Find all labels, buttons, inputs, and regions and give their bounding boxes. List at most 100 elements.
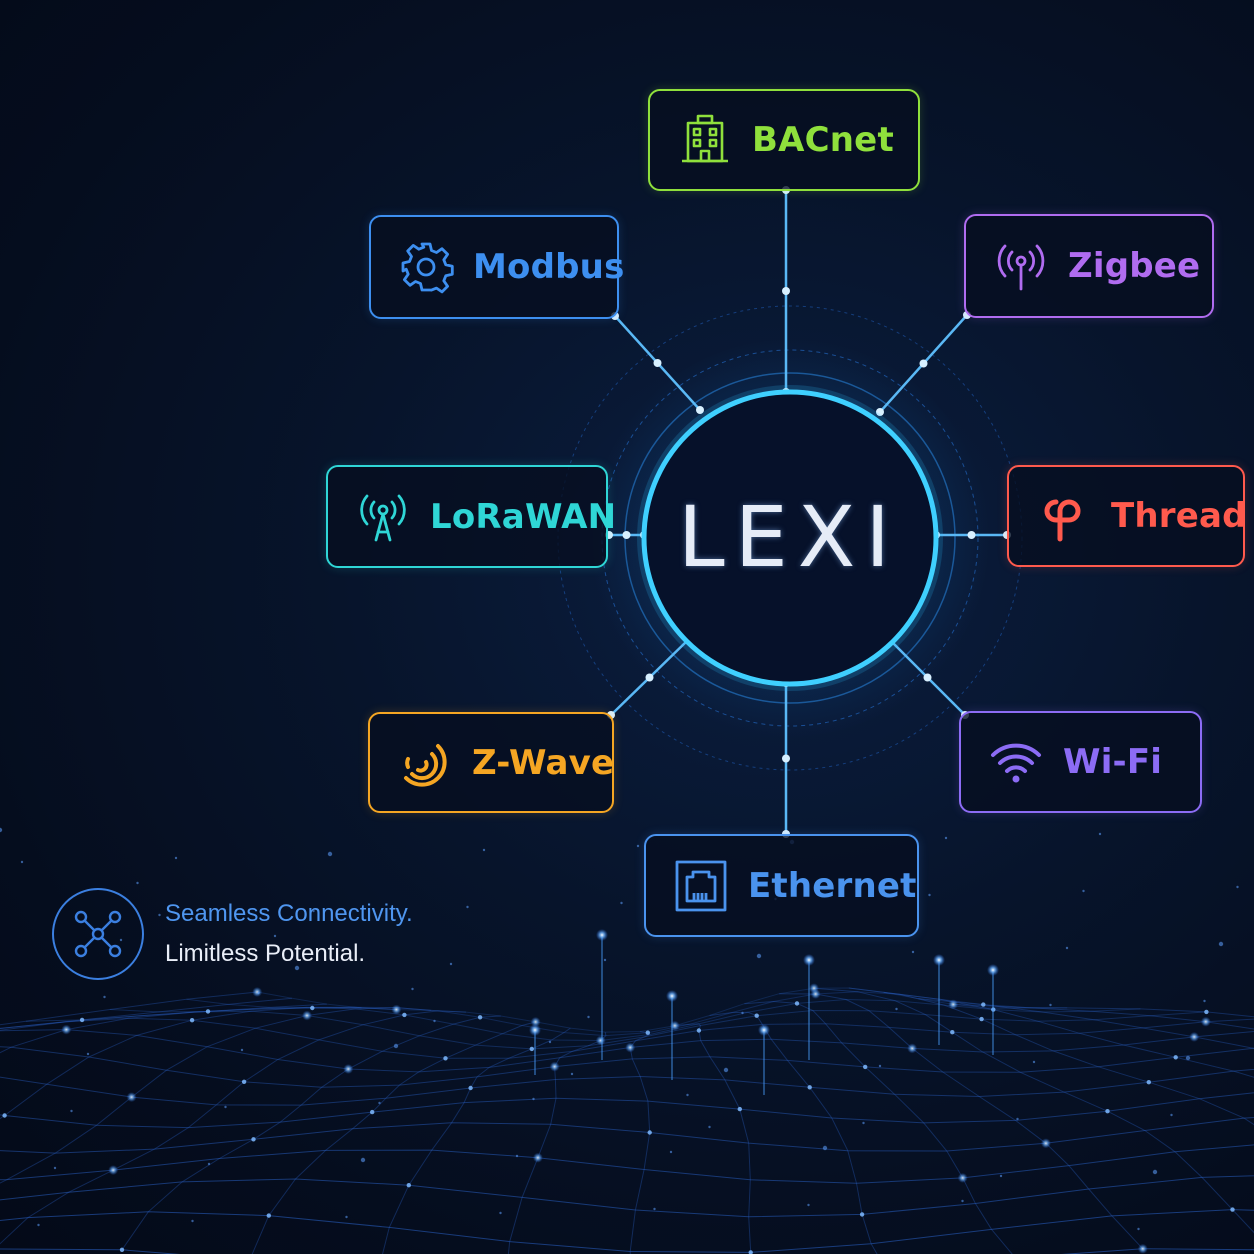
connector-dot bbox=[876, 408, 884, 416]
sparkle-dot bbox=[466, 905, 469, 909]
grid-dot bbox=[794, 1001, 800, 1006]
grid-dot bbox=[205, 1009, 211, 1014]
sparkle-dot bbox=[807, 1203, 810, 1207]
protocol-node-zigbee[interactable]: Zigbee bbox=[964, 214, 1214, 318]
grid-line bbox=[0, 1175, 1254, 1218]
sparkle-dot bbox=[862, 1121, 865, 1125]
protocol-node-lorawan[interactable]: LoRaWAN bbox=[326, 465, 616, 568]
sparkle-dot bbox=[360, 1157, 366, 1163]
sparkle-dot bbox=[587, 1015, 590, 1019]
grid-line bbox=[918, 998, 1254, 1049]
tagline-line-2: Limitless Potential. bbox=[165, 940, 366, 967]
grid-line bbox=[0, 1092, 1254, 1129]
grid-dot bbox=[647, 1130, 652, 1135]
protocol-node-bacnet[interactable]: BACnet bbox=[648, 89, 920, 191]
sparkle-dot bbox=[449, 962, 453, 966]
grid-dot bbox=[79, 1017, 85, 1023]
sparkle-dot bbox=[756, 953, 762, 959]
grid-dot bbox=[907, 1043, 918, 1054]
hub-orbit-middle bbox=[601, 349, 979, 727]
protocol-label: Modbus bbox=[473, 247, 625, 287]
terrain-grid bbox=[0, 987, 1254, 1254]
grid-dot bbox=[1173, 1055, 1178, 1060]
sparkle-dot bbox=[174, 856, 178, 860]
grid-dot bbox=[696, 1028, 702, 1033]
sparkle-dot bbox=[224, 1105, 227, 1109]
protocol-node-zwave[interactable]: Z-Wave bbox=[368, 712, 614, 813]
thread-logo-icon bbox=[1035, 487, 1093, 545]
grid-dot bbox=[1137, 1243, 1148, 1254]
grid-line bbox=[0, 1046, 1254, 1088]
hub-label: LEXI bbox=[677, 488, 901, 586]
terrain-pin-head bbox=[596, 929, 608, 941]
terrain-pin-head bbox=[758, 1024, 770, 1036]
tagline-badge bbox=[52, 888, 144, 980]
protocol-node-modbus[interactable]: Modbus bbox=[369, 215, 624, 319]
sparkle-dot bbox=[1098, 832, 1102, 836]
sparkle-dot bbox=[911, 950, 915, 954]
grid-dot bbox=[302, 1010, 312, 1021]
sparkle-dot bbox=[669, 1150, 673, 1154]
protocol-node-wifi[interactable]: Wi-Fi bbox=[959, 711, 1202, 813]
protocol-node-ethernet[interactable]: Ethernet bbox=[644, 834, 919, 937]
sparkle-dot bbox=[653, 1207, 656, 1211]
protocol-label: Zigbee bbox=[1068, 246, 1201, 286]
grid-line bbox=[0, 1003, 327, 1031]
sparkle-dot bbox=[603, 958, 607, 962]
grid-line bbox=[0, 1010, 467, 1245]
protocol-label: Wi-Fi bbox=[1063, 742, 1163, 782]
grid-dot bbox=[532, 1152, 543, 1163]
grid-line bbox=[987, 1007, 1254, 1018]
sparkle-dot bbox=[878, 1064, 882, 1068]
sparkle-dot bbox=[636, 844, 640, 848]
grid-line bbox=[953, 1003, 1254, 1030]
grid-dot bbox=[241, 1079, 247, 1085]
sparkle-dot bbox=[312, 909, 315, 913]
sparkle-dot bbox=[1170, 1113, 1173, 1117]
grid-dot bbox=[948, 999, 959, 1010]
grid-line bbox=[186, 991, 1068, 1037]
grid-line bbox=[813, 987, 1254, 1234]
grid-line bbox=[779, 993, 1144, 1250]
sparkle-dot bbox=[482, 848, 486, 852]
ethernet-port-icon bbox=[672, 857, 730, 915]
grid-line bbox=[0, 1007, 362, 1054]
sparkle-dot bbox=[158, 913, 161, 917]
grid-dot bbox=[1230, 1207, 1235, 1212]
grid-line bbox=[0, 997, 293, 1029]
connector-dot bbox=[782, 754, 790, 763]
grid-dot bbox=[1189, 1031, 1200, 1042]
protocol-label: BACnet bbox=[752, 120, 894, 160]
sparkle-dot bbox=[999, 1174, 1003, 1178]
connector-dot bbox=[622, 531, 631, 539]
grid-line bbox=[0, 1068, 1254, 1106]
grid-line bbox=[0, 1029, 1254, 1073]
sparkle-dot bbox=[273, 934, 277, 938]
grid-dot bbox=[2, 1113, 7, 1118]
sparkle-dot bbox=[1032, 1060, 1036, 1064]
grid-line bbox=[121, 1015, 501, 1251]
grid-dot bbox=[343, 1064, 354, 1074]
sparkle-dot bbox=[345, 1215, 348, 1219]
grid-dot bbox=[119, 1247, 125, 1253]
grid-line bbox=[382, 1027, 571, 1254]
protocol-label: LoRaWAN bbox=[430, 496, 617, 537]
grid-dot bbox=[1105, 1109, 1110, 1114]
grid-line bbox=[251, 1021, 536, 1254]
sparkle-dot bbox=[1152, 1169, 1158, 1175]
sparkle-dot bbox=[686, 1093, 689, 1097]
terrain-pin-head bbox=[666, 990, 678, 1002]
network-nodes-icon bbox=[74, 910, 122, 958]
grid-dot bbox=[748, 1250, 753, 1254]
sparkle-dot bbox=[515, 1154, 519, 1158]
wifi-icon bbox=[987, 733, 1045, 791]
sparkle-dot bbox=[53, 1166, 57, 1170]
grid-line bbox=[0, 1116, 1254, 1154]
grid-line bbox=[744, 1000, 1013, 1254]
protocol-node-thread[interactable]: Thread bbox=[1007, 465, 1247, 567]
sparkle-dot bbox=[822, 1145, 828, 1151]
grid-dot bbox=[950, 1030, 955, 1035]
grid-line bbox=[0, 1007, 432, 1184]
grid-line bbox=[709, 1011, 878, 1254]
grid-line bbox=[883, 991, 1254, 1078]
